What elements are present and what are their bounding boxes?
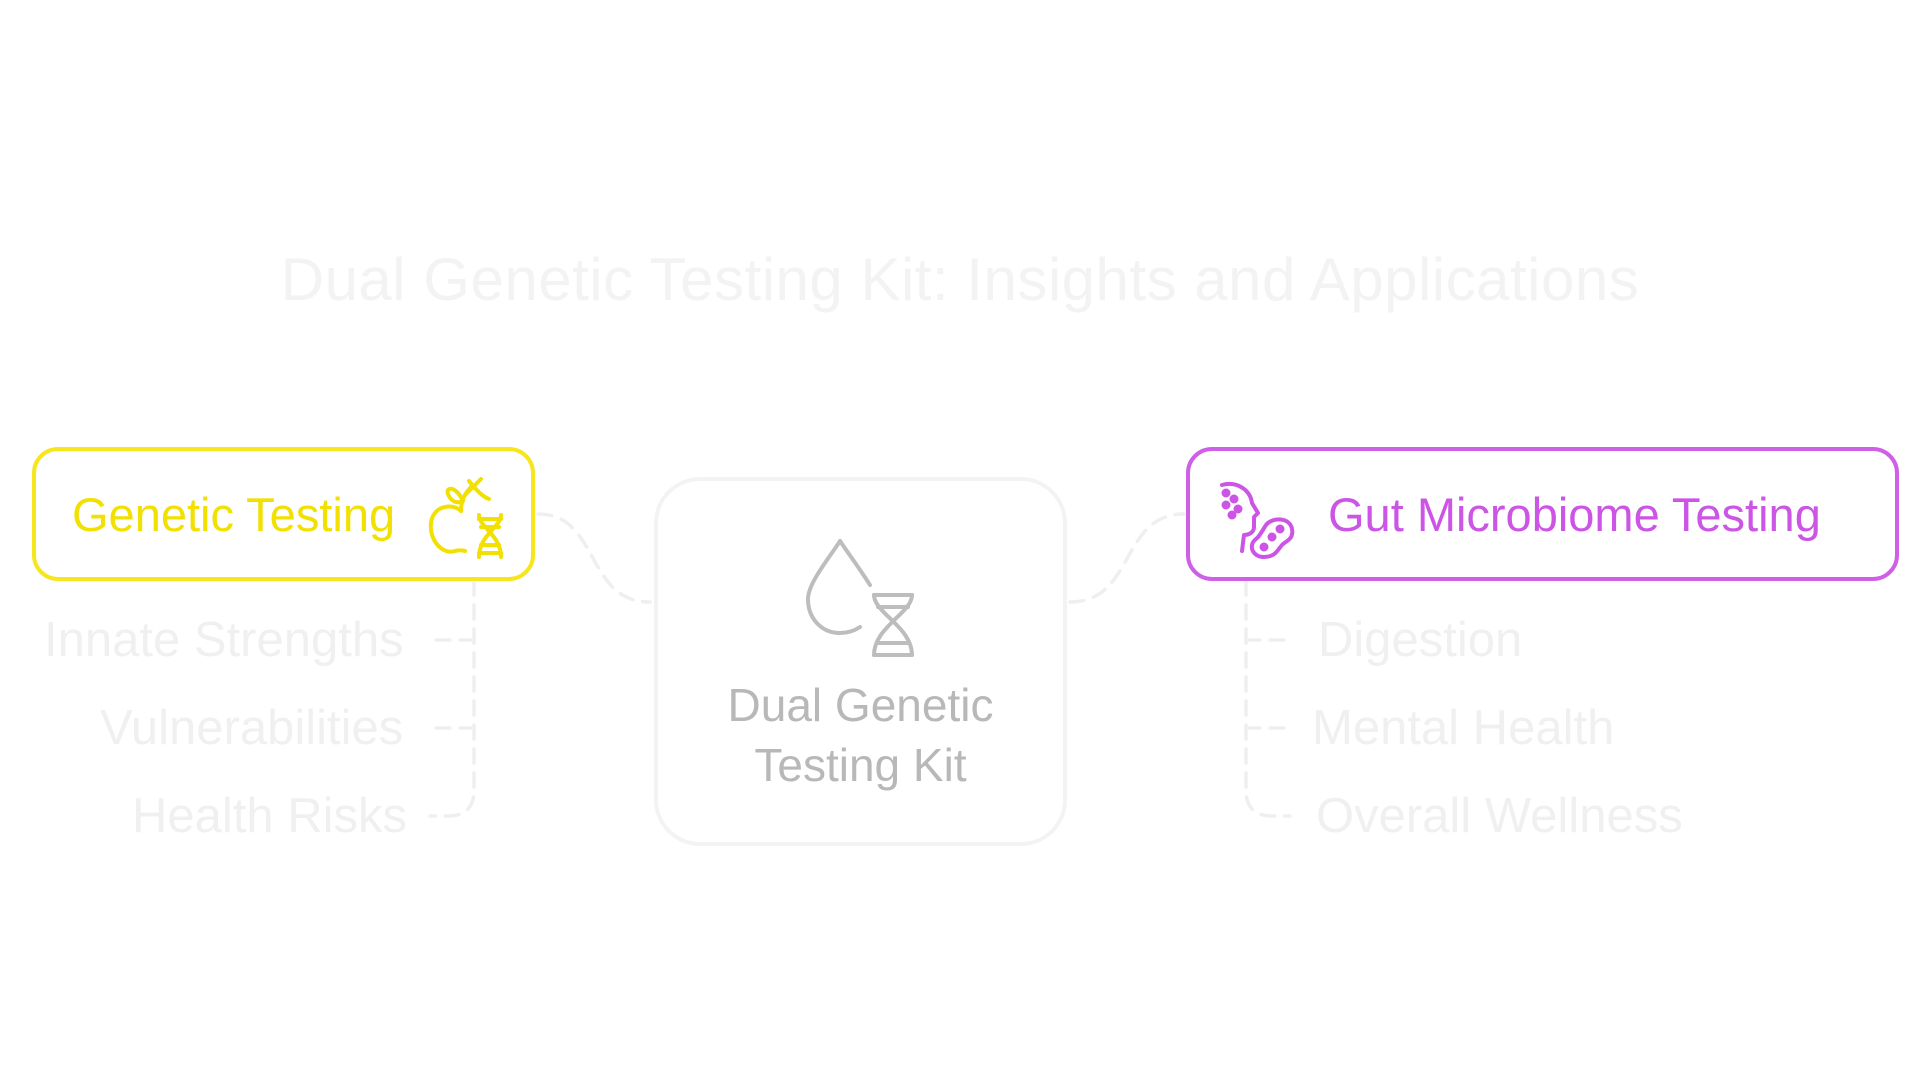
- genetic-testing-node[interactable]: Genetic Testing: [32, 447, 535, 581]
- leaf-digestion: Digestion: [1318, 613, 1523, 667]
- head-bacteria-icon: [1220, 482, 1295, 559]
- center-label: Dual Genetic Testing Kit: [727, 679, 994, 791]
- connector-gut-trunk: [1244, 579, 1292, 818]
- drop-dna-icon: [806, 539, 914, 657]
- gut-microbiome-testing-node[interactable]: Gut Microbiome Testing: [1186, 447, 1899, 581]
- leaf-vulnerabilities: Vulnerabilities: [100, 701, 404, 755]
- apple-dna-icon: [428, 477, 503, 559]
- leaf-mental-health: Mental Health: [1312, 701, 1615, 755]
- leaf-overall-wellness: Overall Wellness: [1316, 789, 1683, 843]
- genetic-testing-label: Genetic Testing: [72, 487, 396, 541]
- connector-genetic-center: [536, 512, 652, 604]
- connector-genetic-trunk: [428, 579, 476, 818]
- connector-gut-center: [1068, 512, 1186, 604]
- gut-microbiome-label: Gut Microbiome Testing: [1328, 487, 1821, 541]
- dual-genetic-testing-kit-node[interactable]: Dual Genetic Testing Kit: [654, 477, 1067, 846]
- leaf-health-risks: Health Risks: [132, 789, 408, 843]
- page-title: Dual Genetic Testing Kit: Insights and A…: [280, 246, 1640, 313]
- leaf-innate-strengths: Innate Strengths: [44, 613, 404, 667]
